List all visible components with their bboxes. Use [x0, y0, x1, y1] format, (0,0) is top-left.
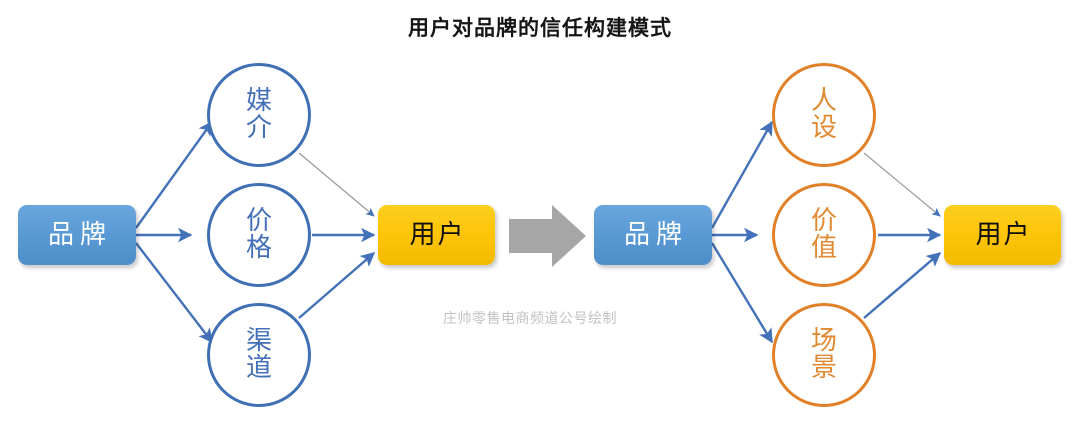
left-brand-to-channel-arrow — [135, 242, 213, 344]
right-factor-value-node[interactable]: 价值 — [772, 183, 876, 287]
left-factor-price-node[interactable]: 价格 — [207, 183, 311, 287]
right-persona-to-user-arrow — [863, 152, 941, 217]
left-brand-label: 品牌 — [47, 219, 112, 250]
right-factor-scene-node[interactable]: 场景 — [772, 303, 876, 407]
right-factor-value-label: 价值 — [810, 206, 837, 263]
right-user-label: 用户 — [975, 219, 1032, 250]
left-media-to-user-arrow — [298, 152, 375, 217]
left-factor-media-label: 媒介 — [245, 86, 272, 143]
left-user-node[interactable]: 用户 — [378, 205, 495, 265]
left-channel-to-user-arrow — [298, 252, 376, 319]
right-factor-persona-node[interactable]: 人设 — [772, 63, 876, 167]
block-arrow-right-icon — [509, 205, 586, 267]
left-factor-media-node[interactable]: 媒介 — [207, 63, 311, 167]
left-user-label: 用户 — [409, 219, 466, 250]
watermark-text: 庄帅零售电商频道公号绘制 — [443, 311, 617, 327]
right-brand-node[interactable]: 品牌 — [594, 205, 712, 265]
right-factor-persona-label: 人设 — [810, 86, 837, 143]
left-factor-channel-label: 渠道 — [245, 326, 272, 383]
right-factor-scene-label: 场景 — [810, 326, 837, 383]
left-factor-price-label: 价格 — [245, 206, 272, 263]
left-factor-channel-node[interactable]: 渠道 — [207, 303, 311, 407]
left-brand-node[interactable]: 品牌 — [18, 205, 136, 265]
right-brand-label: 品牌 — [623, 219, 688, 250]
right-user-node[interactable]: 用户 — [944, 205, 1061, 265]
left-brand-to-media-arrow — [135, 120, 213, 229]
right-scene-to-user-arrow — [863, 252, 942, 319]
right-brand-to-scene-arrow — [710, 242, 774, 344]
page-title: 用户对品牌的信任构建模式 — [408, 16, 672, 40]
right-brand-to-persona-arrow — [710, 120, 774, 229]
